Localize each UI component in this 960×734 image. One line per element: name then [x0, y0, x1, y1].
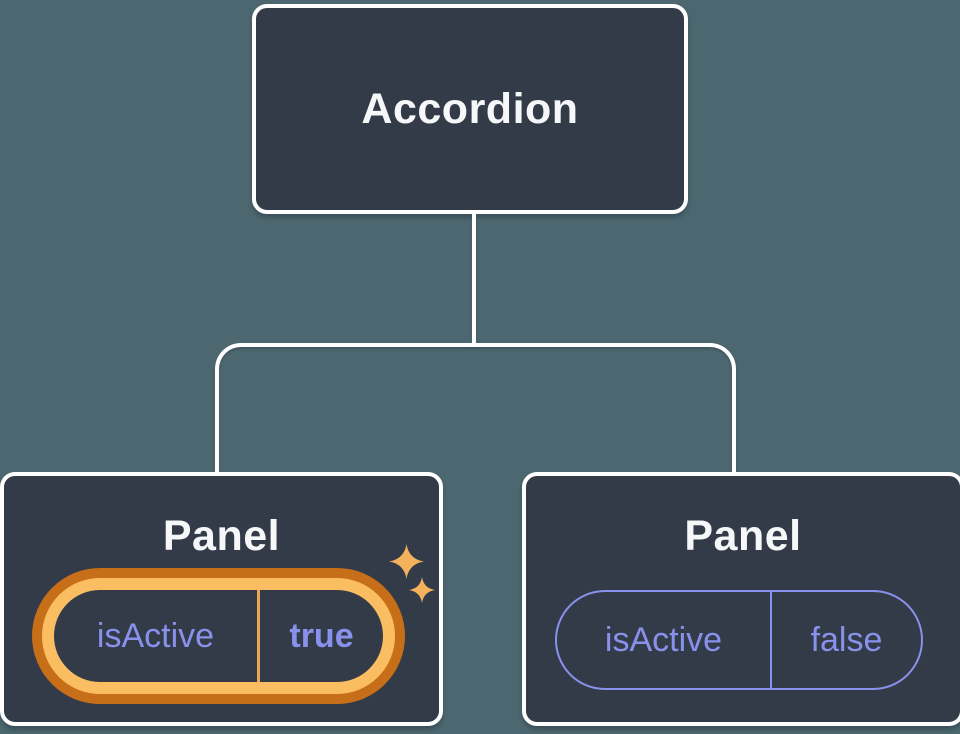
sparkle-icon	[389, 544, 424, 579]
state-pill-inactive: isActive false	[555, 590, 923, 690]
node-panel-label: Panel	[684, 512, 802, 560]
node-panel-inactive: Panel isActive false	[522, 472, 960, 726]
node-accordion-label: Accordion	[361, 85, 579, 133]
node-panel-active: Panel isActive true	[0, 472, 443, 726]
pill-divider	[770, 592, 772, 688]
connector-bracket	[215, 343, 736, 472]
connector-stem	[472, 212, 476, 345]
node-panel-label: Panel	[162, 512, 281, 560]
state-value-label: false	[810, 620, 883, 659]
state-highlight-ring-outer: isActive true	[32, 568, 405, 704]
state-value-label: true	[289, 616, 354, 655]
node-accordion: Accordion	[252, 4, 688, 214]
state-key-label: isActive	[96, 616, 215, 655]
sparkle-icon	[409, 577, 435, 603]
state-key-label: isActive	[604, 620, 723, 659]
state-highlight-ring-inner: isActive true	[42, 578, 395, 694]
state-pill-active: isActive true	[54, 590, 383, 682]
pill-divider	[257, 590, 260, 682]
